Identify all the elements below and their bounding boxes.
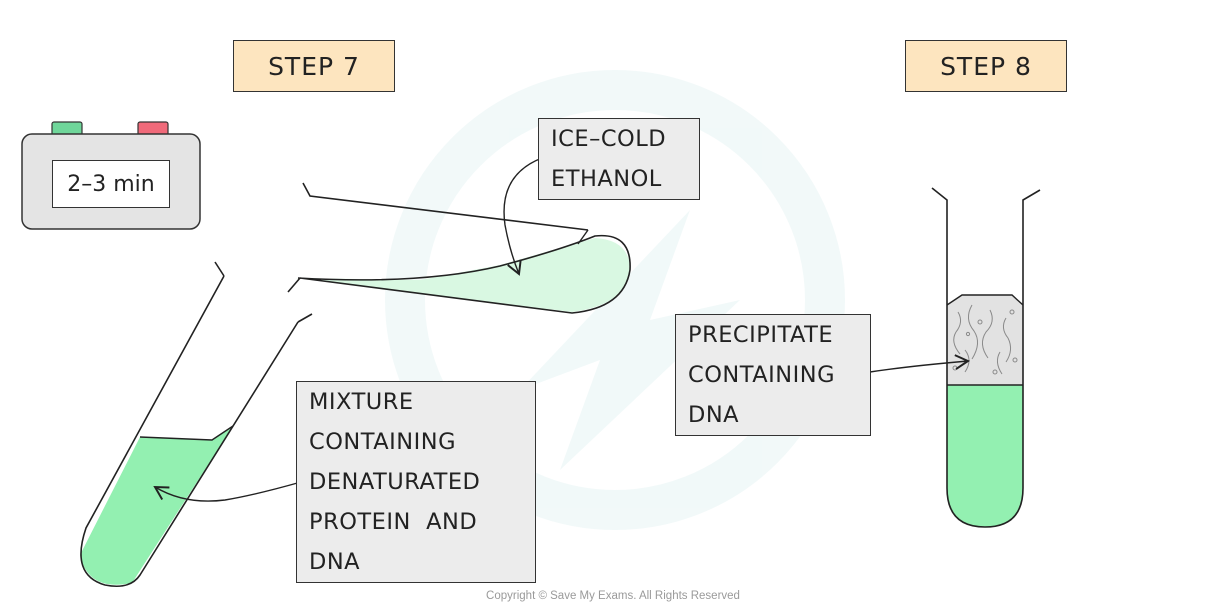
step7-mixture-liquid	[80, 426, 233, 585]
step7-title: STEP 7	[233, 40, 395, 92]
mixture-label-line-3: DENATURATED	[309, 469, 481, 495]
mixture-label-line-4: PROTEIN AND	[309, 509, 478, 535]
mixture-label: MIXTURE CONTAINING DENATURATED PROTEIN A…	[296, 381, 536, 583]
watermark-logo	[385, 70, 845, 530]
precipitate-label-line-1: PRECIPITATE	[688, 322, 834, 348]
step8-liquid	[947, 385, 1023, 527]
mixture-label-line-1: MIXTURE	[309, 389, 414, 415]
ethanol-label-line-1: ICE–COLD	[551, 126, 667, 152]
step8-precipitate	[947, 295, 1023, 385]
precipitate-strands	[952, 304, 1018, 375]
precipitate-label: PRECIPITATE CONTAINING DNA	[675, 314, 871, 436]
step7-test-tube	[80, 261, 313, 588]
mixture-label-line-2: CONTAINING	[309, 429, 457, 455]
step8-test-tube	[931, 187, 1041, 528]
ethanol-pipette	[287, 182, 631, 314]
ethanol-label-line-2: ETHANOL	[551, 166, 662, 192]
precipitate-label-line-2: CONTAINING	[688, 362, 836, 388]
copyright-notice: Copyright © Save My Exams. All Rights Re…	[486, 590, 740, 602]
mixture-label-line-5: DNA	[309, 549, 361, 575]
ethanol-liquid	[295, 238, 630, 312]
ethanol-label: ICE–COLD ETHANOL	[538, 118, 700, 200]
step8-title: STEP 8	[905, 40, 1067, 92]
precipitate-label-line-3: DNA	[688, 402, 740, 428]
timer-display: 2–3 min	[52, 160, 170, 208]
